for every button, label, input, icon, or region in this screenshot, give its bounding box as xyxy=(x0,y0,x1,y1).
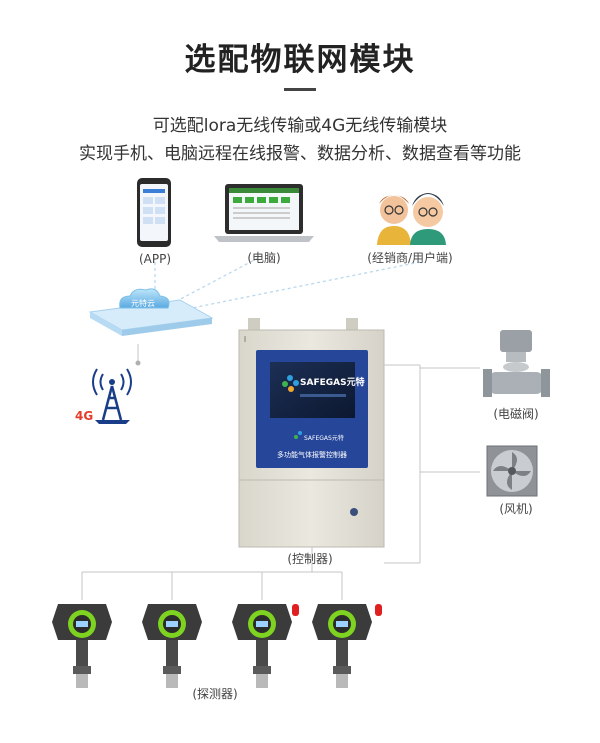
valve-label: (电磁阀) xyxy=(493,407,539,421)
controller-panel-text: 多功能气体报警控制器 xyxy=(277,450,347,459)
detector-3 xyxy=(232,604,299,688)
signal-tower-icon xyxy=(92,368,132,424)
page-title: 选配物联网模块 xyxy=(184,42,416,78)
subtitle-line-2: 实现手机、电脑远程在线报警、数据分析、数据查看等功能 xyxy=(79,144,521,164)
controller-cabinet xyxy=(238,318,385,548)
pc-label: (电脑) xyxy=(247,251,281,265)
controller-logo: SAFEGAS元特 xyxy=(300,376,365,388)
tower-label: 4G xyxy=(75,409,93,423)
cloud-label: 元特云 xyxy=(131,298,155,308)
fan-label: (风机) xyxy=(499,502,533,516)
laptop-icon xyxy=(214,184,314,242)
dealer-label: (经销商/用户端) xyxy=(367,251,453,265)
users-icon xyxy=(377,193,446,245)
detector-4 xyxy=(312,604,382,688)
subtitle-line-1: 可选配lora无线传输或4G无线传输模块 xyxy=(152,116,448,136)
controller-brand-small: SAFEGAS元特 xyxy=(304,434,344,442)
wiring-lines xyxy=(81,364,480,600)
detector-1 xyxy=(52,604,112,688)
app-label: (APP) xyxy=(138,252,172,266)
cloud-platform-icon xyxy=(88,288,214,336)
solenoid-valve-icon xyxy=(483,330,550,397)
fan-icon xyxy=(486,445,538,497)
title-underline xyxy=(284,88,316,91)
phone-icon xyxy=(137,178,171,247)
detector-label: (探测器) xyxy=(192,687,238,701)
detector-2 xyxy=(142,604,202,688)
controller-label: (控制器) xyxy=(287,552,333,566)
